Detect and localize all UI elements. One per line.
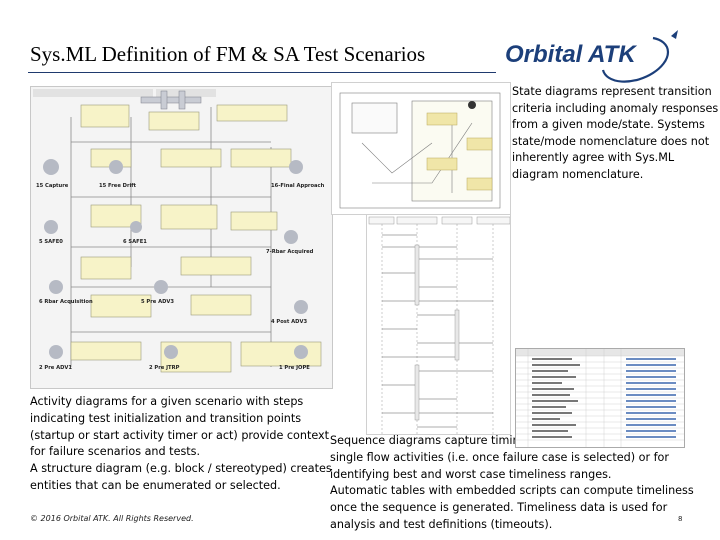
- state-diagram-caption: State diagrams represent transition crit…: [512, 85, 719, 181]
- logo-text: Orbital ATK: [505, 41, 637, 68]
- activity-node-label: 1 Pre JOPE: [279, 365, 310, 371]
- copyright-footer: © 2016 Orbital ATK. All Rights Reserved.: [30, 514, 194, 523]
- activity-node-label: 16-Final Approach: [271, 183, 325, 189]
- title-underline: [28, 72, 496, 73]
- activity-node-label: 2 Pre JTRP: [149, 365, 180, 371]
- activity-node-label: 5 SAFE0: [39, 239, 63, 245]
- caption-paragraph: Activity diagrams for a given scenario w…: [30, 395, 330, 459]
- sequence-diagram: [366, 214, 511, 435]
- activity-diagram: 15 Capture 15 Free Drift 16-Final Approa…: [30, 86, 333, 389]
- slide-title: Sys.ML Definition of FM & SA Test Scenar…: [30, 42, 426, 66]
- activity-node-label: 4 Post ADV3: [271, 319, 307, 325]
- sequence-diagram-caption: Sequence diagrams capture timing but are…: [330, 433, 710, 534]
- caption-paragraph: A structure diagram (e.g. block / stereo…: [30, 462, 332, 492]
- timeliness-table: [515, 348, 685, 448]
- state-diagram-canvas: [332, 83, 510, 214]
- orbital-atk-logo: Orbital ATK: [505, 30, 678, 83]
- timeliness-table-canvas: [516, 349, 684, 447]
- logo-swoosh-icon: [601, 30, 678, 83]
- state-diagram: [331, 82, 511, 215]
- caption-paragraph: Automatic tables with embedded scripts c…: [330, 484, 694, 531]
- sequence-diagram-canvas: [367, 215, 510, 434]
- activity-node-label: 6 Rbar Acquisition: [39, 299, 93, 305]
- page-number: 8: [678, 515, 683, 523]
- activity-node-label: 5 Pre ADV3: [141, 299, 174, 305]
- activity-node-label: 6 SAFE1: [123, 239, 147, 245]
- activity-node-label: 2 Pre ADV1: [39, 365, 72, 371]
- activity-diagram-canvas: 15 Capture 15 Free Drift 16-Final Approa…: [31, 87, 332, 388]
- activity-diagram-caption: Activity diagrams for a given scenario w…: [30, 394, 335, 495]
- activity-node-label: 7-Rbar Acquired: [266, 249, 314, 255]
- activity-node-label: 15 Free Drift: [99, 183, 137, 189]
- activity-node-label: 15 Capture: [36, 183, 69, 189]
